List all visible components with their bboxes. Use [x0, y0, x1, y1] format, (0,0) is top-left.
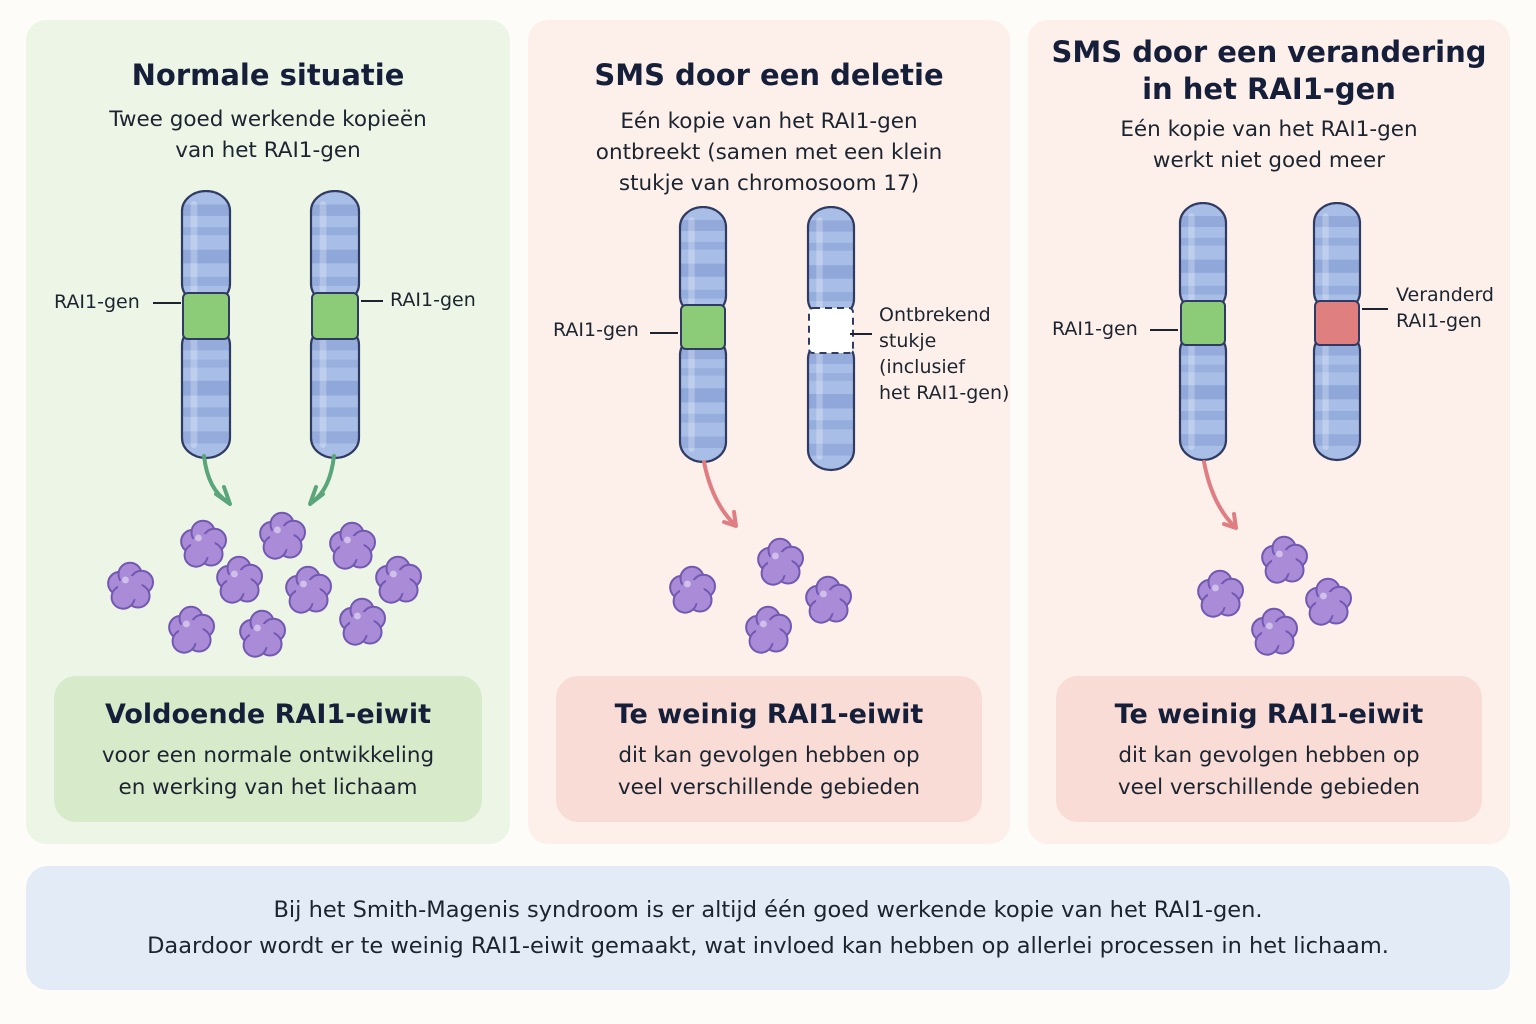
gene-label-right: RAI1-gen: [390, 289, 476, 311]
result-title: Te weinig RAI1-eiwit: [614, 699, 924, 730]
protein-blob: [1251, 607, 1298, 656]
panel-subtitle: Twee goed werkende kopieën van het RAI1-…: [109, 107, 427, 163]
result-text: voor een normale ontwikkeling en werking…: [101, 743, 435, 800]
result-box: Te weinig RAI1-eiwit dit kan gevolgen he…: [1056, 676, 1482, 822]
gene-label-left: RAI1-gen: [54, 291, 140, 313]
missing-leader-line: [850, 333, 872, 335]
arrows: [1202, 460, 1238, 530]
gene-label-left: RAI1-gen: [553, 319, 639, 341]
protein-group: [107, 511, 422, 658]
arrow-down-head: [722, 510, 738, 528]
changed-leader-line: [1362, 308, 1388, 310]
protein-blob: [1261, 535, 1308, 584]
arrow-down: [702, 460, 736, 526]
protein-blob: [216, 555, 263, 604]
missing-segment: [808, 307, 854, 354]
gene-segment: [680, 304, 726, 350]
changed-gene-label: Veranderd RAI1-gen: [1396, 284, 1494, 332]
arrow-down-head: [1222, 512, 1238, 530]
result-box: Te weinig RAI1-eiwit dit kan gevolgen he…: [556, 676, 982, 822]
chromosome-left: [1178, 202, 1228, 462]
footer-summary: Bij het Smith-Magenis syndroom is er alt…: [26, 866, 1510, 990]
chromosome-deleted: [806, 206, 856, 472]
protein-group: [1197, 535, 1352, 656]
chromosome-right: [309, 190, 361, 460]
protein-blob: [285, 565, 332, 614]
protein-blob: [1197, 569, 1244, 618]
protein-group: [669, 537, 852, 654]
gene-leader-line: [153, 302, 181, 304]
protein-blob: [180, 519, 227, 568]
arrows: [702, 460, 738, 528]
protein-blob: [259, 511, 306, 560]
chromosome-variant: [1312, 202, 1362, 462]
protein-blob: [339, 597, 386, 646]
gene-leader-line: [650, 332, 678, 334]
gene-leader-line: [361, 300, 383, 302]
footer-line-1: Bij het Smith-Magenis syndroom is er alt…: [273, 897, 1263, 923]
result-box: Voldoende RAI1-eiwit voor een normale on…: [54, 676, 482, 822]
footer-line-2: Daardoor wordt er te weinig RAI1-eiwit g…: [147, 933, 1389, 959]
protein-blob: [669, 565, 716, 614]
protein-blob: [745, 605, 792, 654]
panel-subtitle: Eén kopie van het RAI1-gen ontbreekt (sa…: [595, 109, 943, 196]
arrow-right-head: [308, 485, 325, 506]
protein-blob: [168, 605, 215, 654]
panel-deletion: SMS door een deletie Eén kopie van het R…: [528, 20, 1010, 844]
gene-leader-line: [1150, 329, 1178, 331]
protein-blob: [107, 561, 154, 610]
arrow-left-head: [214, 485, 232, 506]
changed-gene-segment: [1314, 300, 1360, 346]
panel-title: Normale situatie: [131, 58, 405, 92]
gene-segment: [311, 292, 359, 340]
panel-normal-situation: Normale situatie Twee goed werkende kopi…: [26, 20, 510, 844]
chromosome-left: [678, 206, 728, 464]
result-text: dit kan gevolgen hebben op veel verschil…: [617, 743, 921, 800]
protein-blob: [239, 609, 286, 658]
missing-segment-label: Ontbrekend stukje (inclusief het RAI1-ge…: [879, 304, 1010, 404]
result-title: Te weinig RAI1-eiwit: [1114, 699, 1424, 730]
result-title: Voldoende RAI1-eiwit: [104, 699, 432, 730]
protein-blob: [757, 537, 804, 586]
result-text: dit kan gevolgen hebben op veel verschil…: [1117, 743, 1421, 800]
arrow-down: [1202, 460, 1236, 528]
protein-blob: [1305, 577, 1352, 626]
arrows: [202, 454, 336, 506]
protein-blob: [329, 521, 376, 570]
gene-segment: [1180, 300, 1226, 346]
panel-subtitle: Eén kopie van het RAI1-gen werkt niet go…: [1120, 117, 1418, 173]
panel-title: SMS door een verandering in het RAI1-gen: [1051, 35, 1487, 106]
protein-blob: [375, 555, 422, 604]
gene-label-left: RAI1-gen: [1052, 318, 1138, 340]
gene-segment: [182, 292, 230, 340]
protein-blob: [805, 575, 852, 624]
panel-variant: SMS door een verandering in het RAI1-gen…: [1028, 20, 1510, 844]
panel-title: SMS door een deletie: [594, 58, 944, 92]
